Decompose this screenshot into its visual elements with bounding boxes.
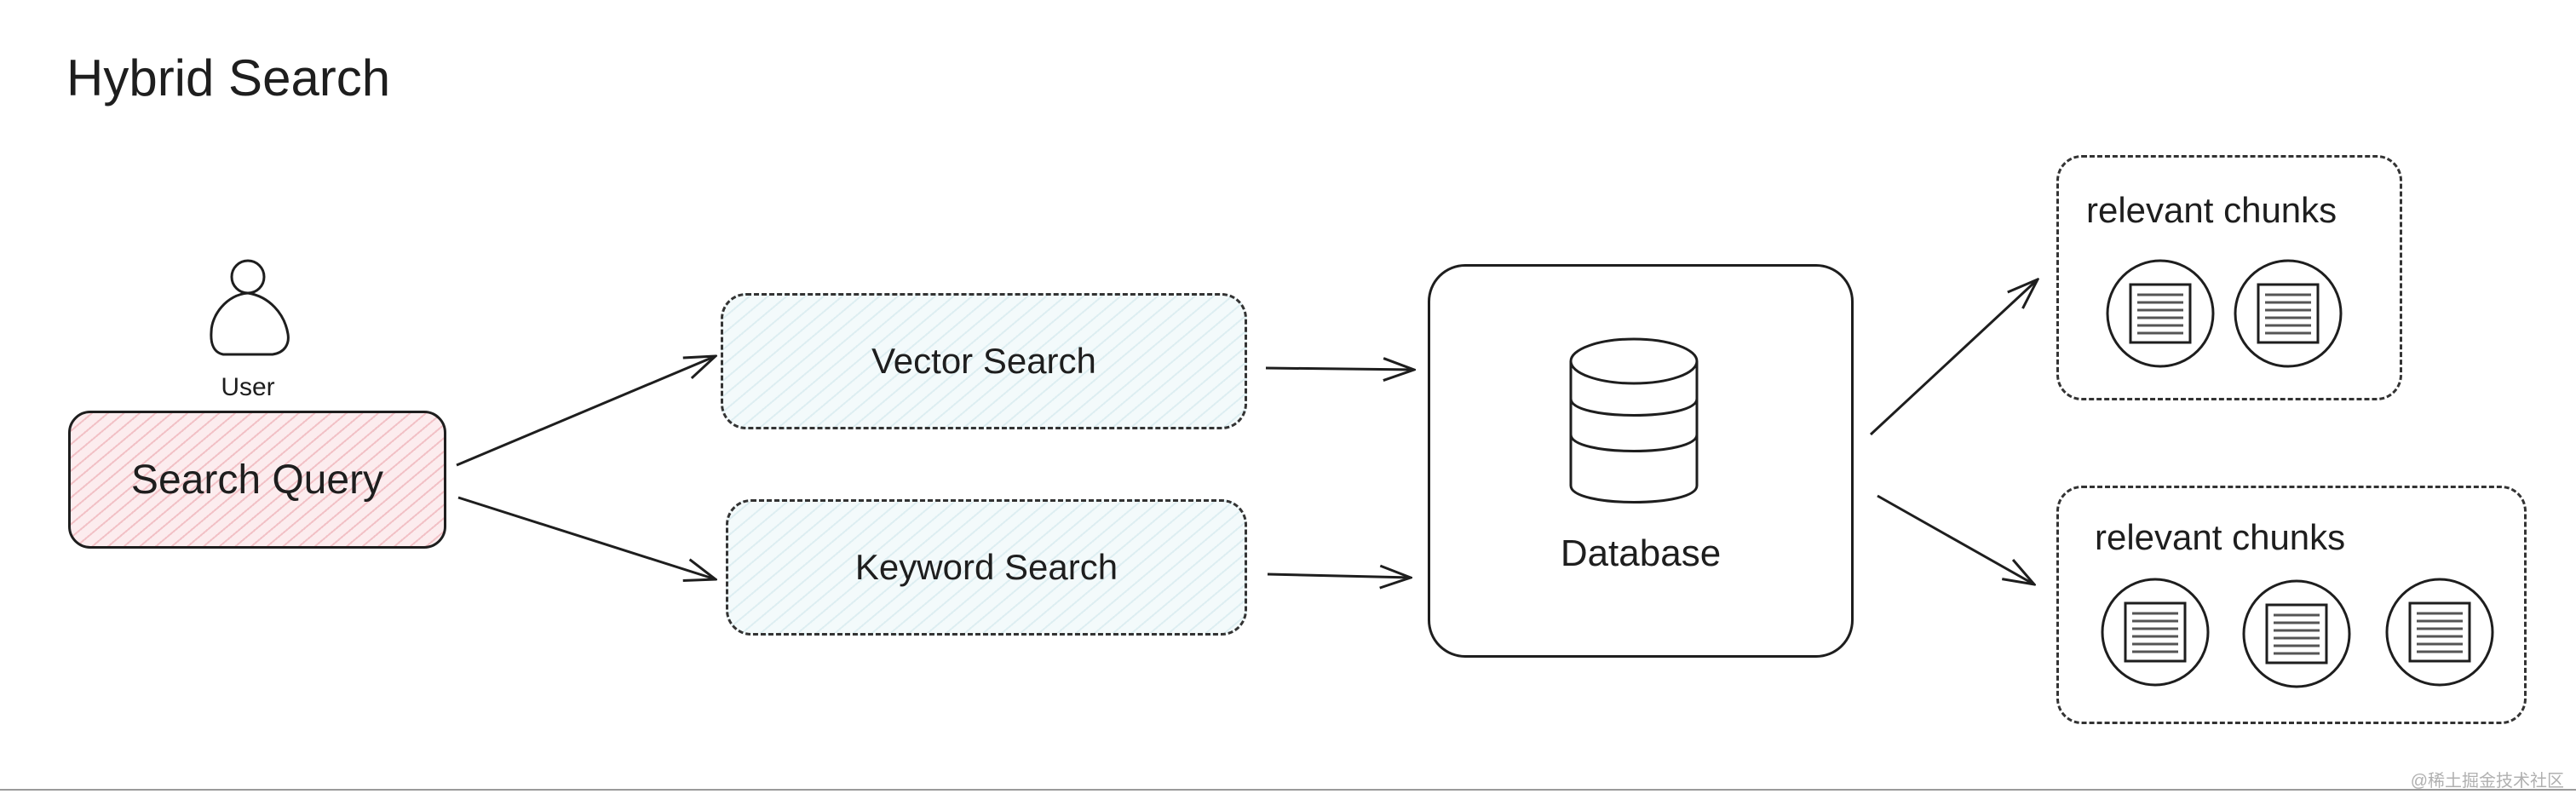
diagram-title: Hybrid Search [66,49,391,106]
database-label: Database [1560,532,1722,574]
chunk-icon [2242,579,2351,688]
arrow-query-to-vector [456,356,716,467]
arrow-database-to-chunks-top [1869,279,2038,436]
arrow-vector-to-database [1265,368,1414,370]
arrow-query-to-keyword [457,496,716,579]
chunk-icon [2101,578,2210,687]
relevant-chunks-group-top: relevant chunks [2056,155,2402,400]
arrow-keyword-to-database [1267,574,1411,578]
bottom-divider [0,789,2576,791]
database-node: Database [1428,264,1854,658]
chunk-icon [2385,578,2494,687]
search-query-node: Search Query [68,411,446,549]
keyword-search-node: Keyword Search [726,499,1247,636]
relevant-chunks-group-bottom: relevant chunks [2056,486,2527,724]
database-icon [1569,337,1699,503]
chunk-icon [2234,259,2343,368]
user-label: User [221,373,275,401]
search-query-label: Search Query [130,457,384,503]
watermark: @稀土掘金技术社区 [2410,772,2564,791]
arrow-database-to-chunks-bottom [1877,494,2034,584]
relevant-chunks-label: relevant chunks [2086,190,2337,230]
vector-search-node: Vector Search [721,293,1247,429]
keyword-search-label: Keyword Search [854,547,1118,587]
vector-search-label: Vector Search [871,341,1096,381]
chunk-icon [2106,259,2215,368]
user-icon [210,259,290,356]
relevant-chunks-label: relevant chunks [2095,517,2346,557]
